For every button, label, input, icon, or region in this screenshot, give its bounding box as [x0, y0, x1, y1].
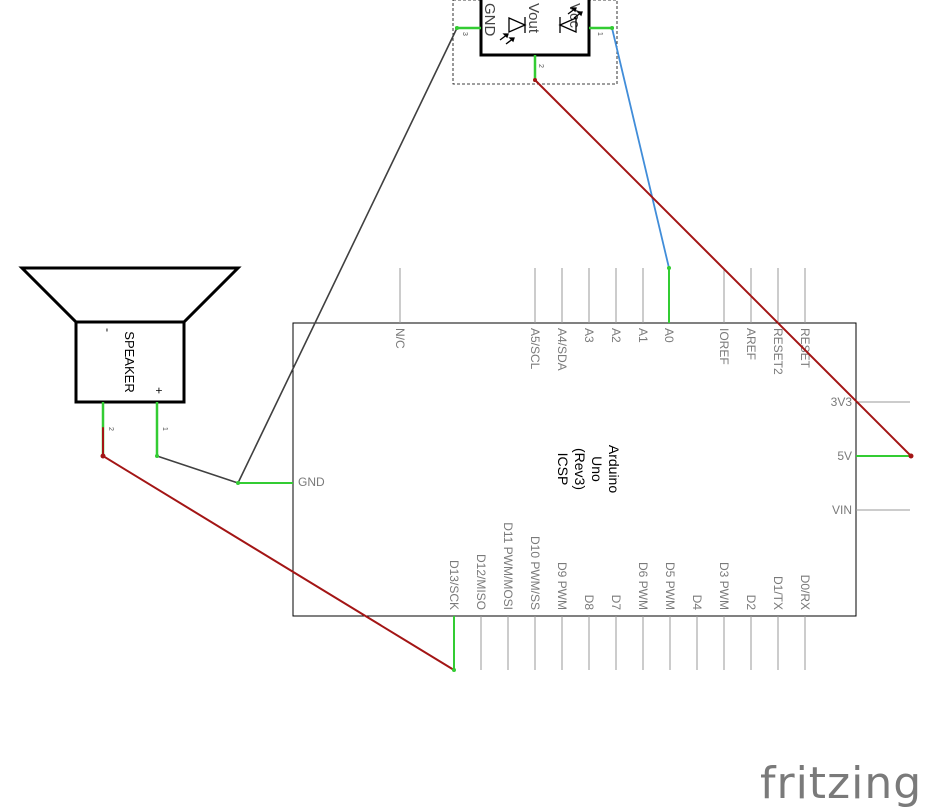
board-title-line-3: (Rev3) [572, 448, 588, 490]
speaker-minus-label: - [101, 328, 115, 332]
pin-label-d3: D3 PWM [717, 562, 731, 610]
pin-label-5v: 5V [837, 449, 852, 463]
board-title: Arduino Uno (Rev3) ICSP [555, 445, 622, 493]
top-pin-labels: N/C A5/SCL A4/SDA A3 A2 A1 A0 IOREF AREF… [393, 328, 812, 375]
speaker-body [74, 320, 186, 404]
wire-endpoints [100, 26, 914, 672]
fritzing-logo: fritzing [760, 758, 922, 809]
pin-label-d7: D7 [609, 595, 623, 611]
top-pin-stubs [399, 268, 806, 323]
bottom-pin-labels: D13/SCK D12/MISO D11 PWM/MOSI D10 PWM/SS… [447, 522, 812, 610]
pin-label-a3: A3 [582, 328, 596, 343]
wire-speaker-plus-gnd[interactable] [156, 455, 239, 484]
pin-label-d1: D1/TX [771, 576, 785, 610]
pin-label-nc: N/C [393, 328, 407, 349]
led-icon [558, 7, 583, 33]
pin-label-d9: D9 PWM [555, 562, 569, 610]
pin-label-a5: A5/SCL [528, 328, 542, 370]
pin-label-a0: A0 [662, 328, 676, 343]
wire-sensor-vcc-a0[interactable] [611, 27, 670, 269]
pin-label-d2: D2 [744, 595, 758, 611]
pin-label-3v3: 3V3 [831, 395, 853, 409]
sensor-label-vcc: Vcc [566, 3, 583, 29]
sensor-selection-box [452, 0, 618, 85]
sensor-pin-number-2: 2 [537, 64, 544, 68]
speaker-pin-number-1: 1 [161, 427, 168, 431]
speaker-cone [18, 266, 242, 324]
speaker-plus-label: + [152, 387, 166, 394]
pin-label-vin: VIN [832, 503, 852, 517]
wire-sensor-vout-5v[interactable] [534, 79, 912, 457]
pin-label-d11: D11 PWM/MOSI [501, 522, 515, 610]
sensor-label-gnd: GND [481, 3, 498, 37]
pin-label-a1: A1 [636, 328, 650, 343]
pin-label-a2: A2 [609, 328, 623, 343]
speaker-label: SPEAKER [122, 331, 137, 392]
wire-sensor-gnd[interactable] [237, 27, 458, 484]
pin-label-reset2: RESET2 [771, 328, 785, 375]
sensor-pin-number-3: 3 [461, 32, 468, 36]
board-title-line-2: Uno [589, 456, 605, 482]
pin-label-d6: D6 PWM [636, 562, 650, 610]
pin-label-reset: RESET [798, 328, 812, 369]
pin-label-d10: D10 PWM/SS [528, 536, 542, 610]
bottom-pin-stubs [480, 616, 806, 670]
speaker-pin-number-2: 2 [107, 427, 114, 431]
pin-label-a4: A4/SDA [555, 328, 569, 371]
speaker-symbol [18, 266, 242, 404]
pin-label-gnd: GND [298, 475, 325, 489]
board-title-line-1: Arduino [606, 445, 622, 493]
pin-label-d8: D8 [582, 595, 596, 611]
wire-speaker-minus-d13[interactable] [102, 427, 455, 671]
pin-label-d0: D0/RX [798, 575, 812, 610]
sensor-pin-number-1: 1 [596, 32, 603, 36]
pin-label-d4: D4 [690, 595, 704, 611]
arduino-board [292, 322, 857, 617]
board-title-line-4: ICSP [555, 453, 571, 486]
photodiode-icon [499, 17, 527, 45]
sensor-label-vout: Vout [525, 3, 542, 34]
pin-label-d12: D12/MISO [474, 554, 488, 610]
pin-label-ioref: IOREF [717, 328, 731, 365]
pin-label-d5: D5 PWM [663, 562, 677, 610]
pin-label-aref: AREF [744, 328, 758, 360]
pin-label-d13: D13/SCK [447, 560, 461, 610]
